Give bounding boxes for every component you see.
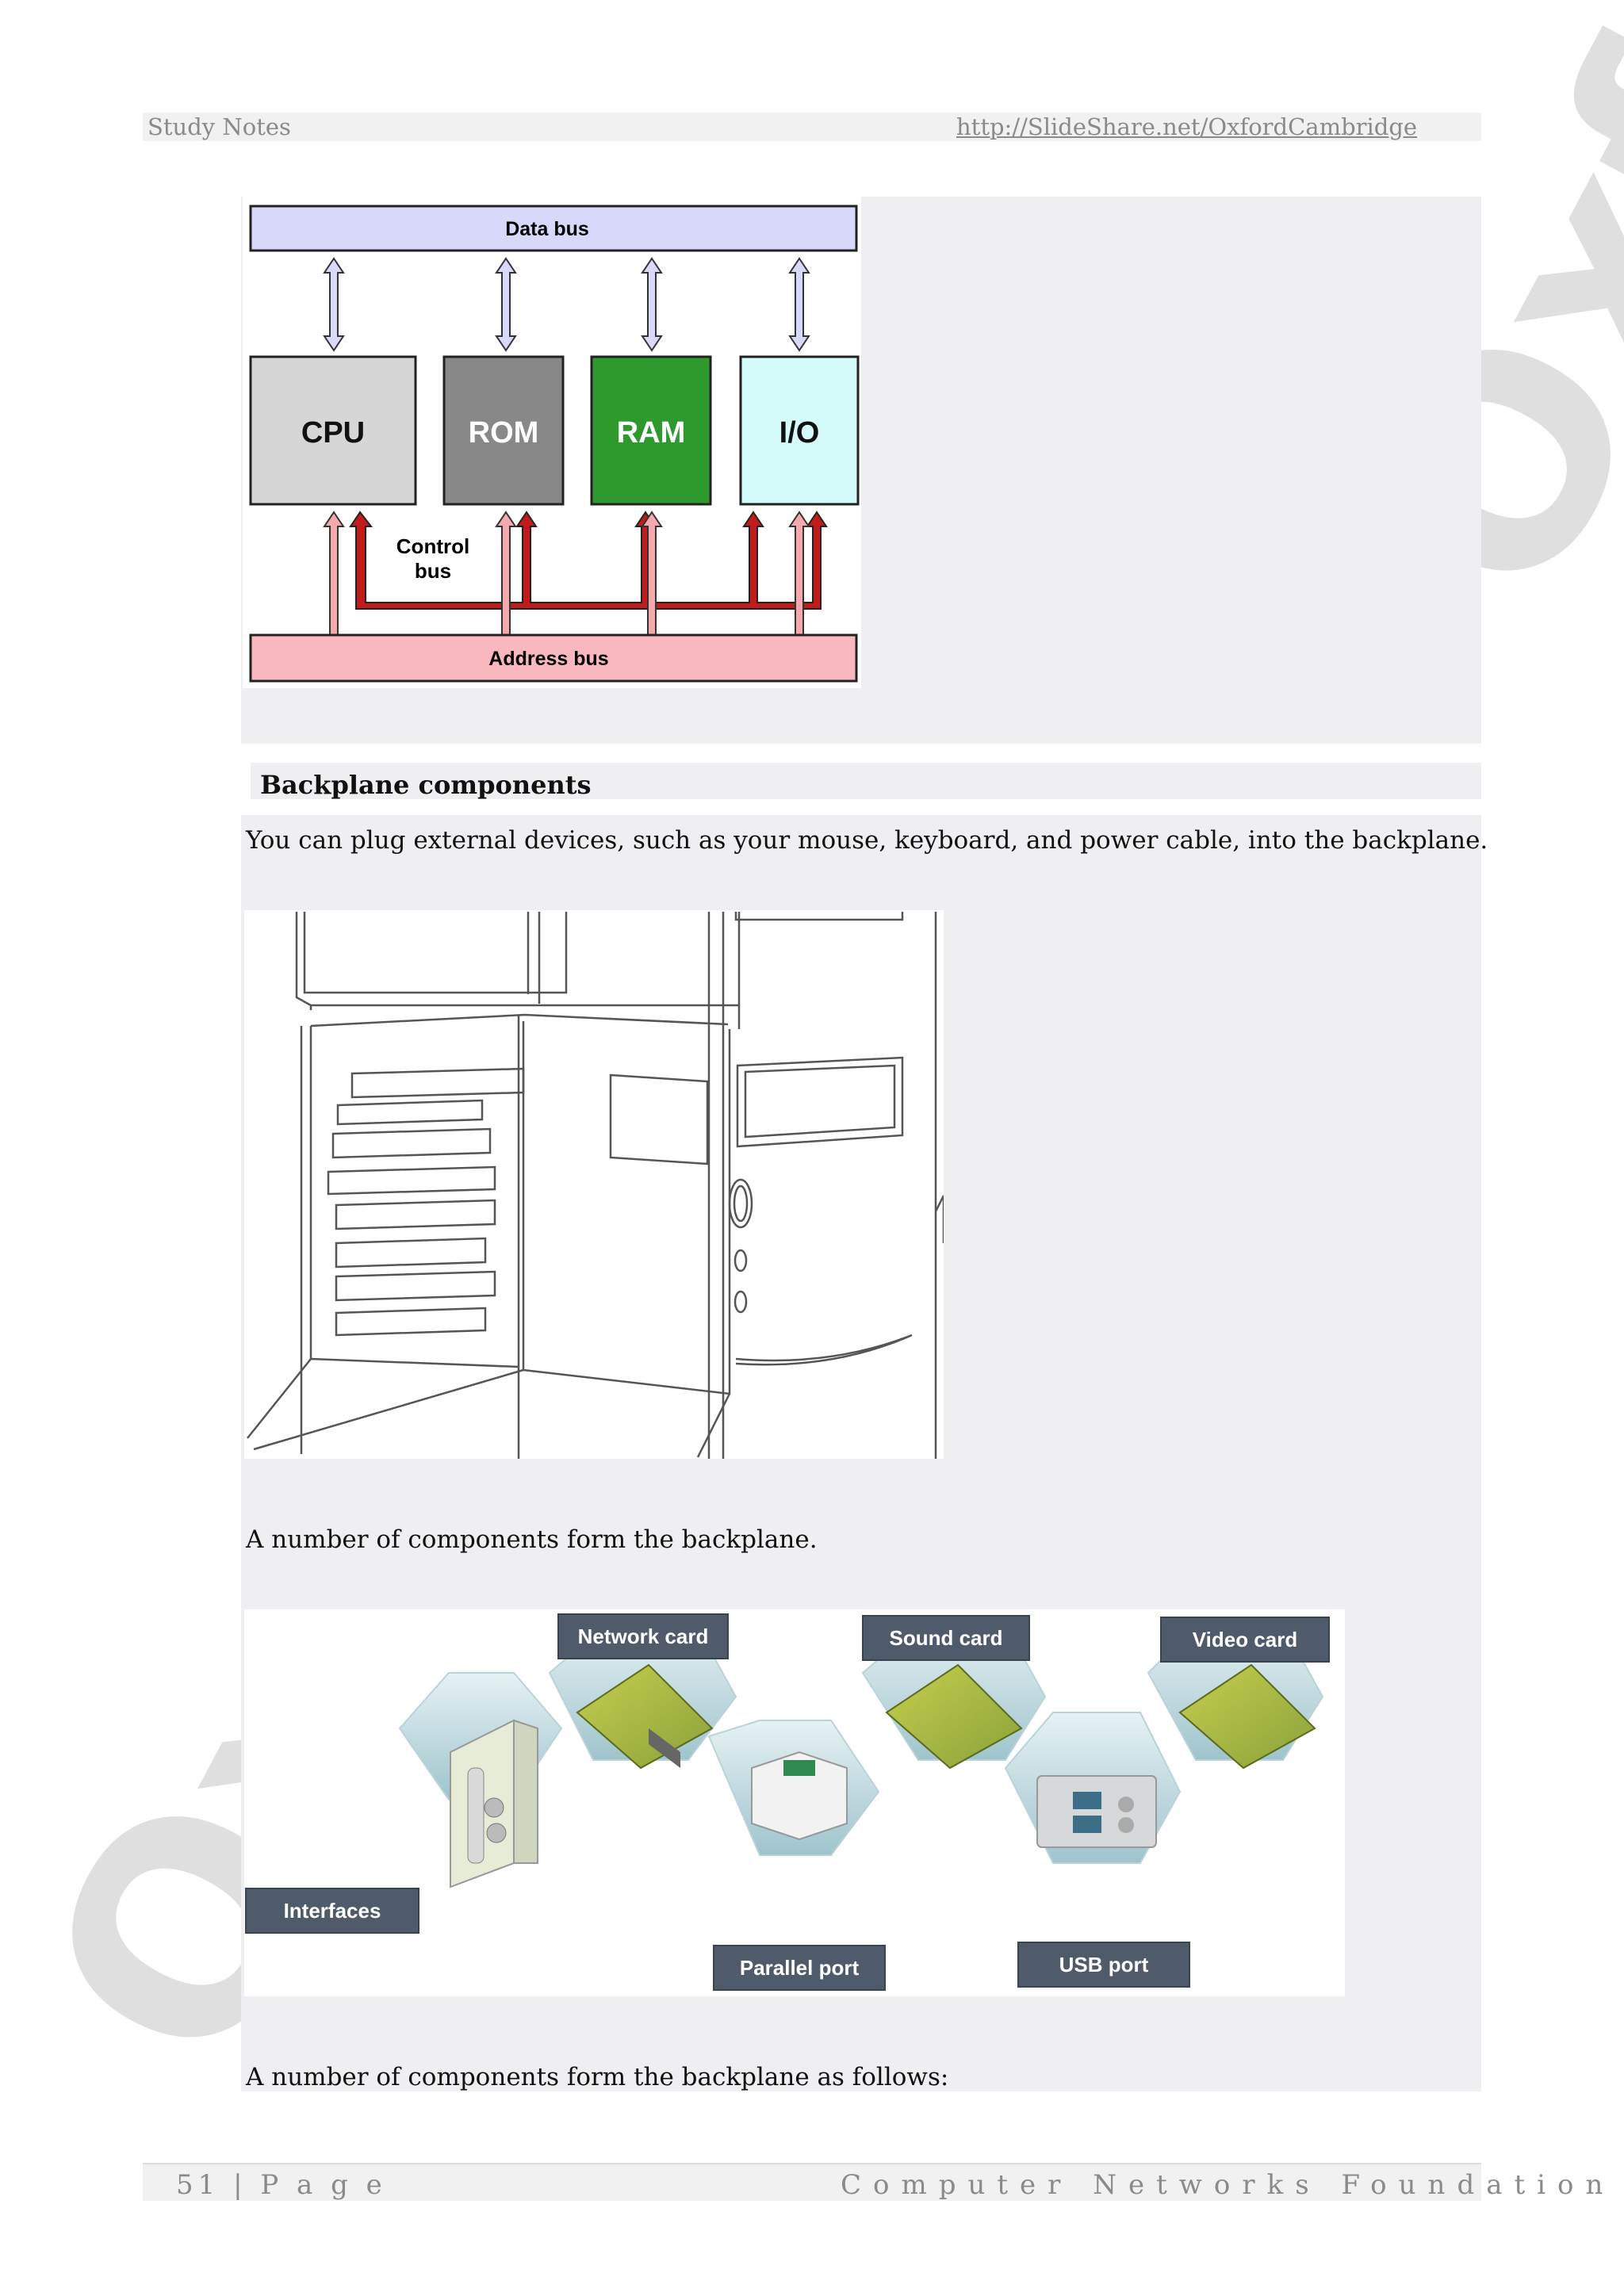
address-bus-bar [249,633,858,683]
parallel-port-tag [713,1945,886,1991]
header-link[interactable]: http://SlideShare.net/OxfordCambridge [956,113,1418,140]
parallel-port-label: Parallel port [740,1956,860,1980]
video-card-tag [1160,1617,1330,1663]
footer-title: Computer Networks Foundation [841,2169,1615,2201]
address-bus-label: Address bus [488,648,608,670]
data-bus-bar [249,205,858,252]
header-bar [143,113,1481,141]
io-label: I/O [779,416,820,450]
backplane-components-svg: Network card Sound card Video card Inter… [245,1613,1330,1991]
control-bus-lines [349,511,828,610]
usb-port-tag [1017,1942,1190,1988]
section-heading: Backplane components [260,770,592,800]
ram-label: RAM [617,416,686,450]
rom-box [442,355,565,506]
expansion-cards [576,1663,1316,1770]
cpu-box [249,355,417,506]
video-card-label: Video card [1193,1628,1297,1651]
sound-card-label: Sound card [889,1626,1002,1650]
data-arrows [323,257,810,352]
sound-card-tag [862,1615,1030,1661]
paragraph-1: You can plug external devices, such as y… [246,826,1488,855]
rom-label: ROM [469,416,539,450]
control-bus-label-2: bus [415,559,451,583]
control-bus-label-1: Control [396,534,469,558]
bus-diagram: Data bus CPU ROM RAM I/O Control bus [243,197,861,688]
usb-port-label: USB port [1059,1953,1149,1976]
bus-diagram-svg: Data bus CPU ROM RAM I/O Control bus [249,205,860,683]
heading-bar [251,763,1481,799]
cpu-label: CPU [301,416,365,450]
data-bus-label: Data bus [505,218,589,240]
paragraph-2: A number of components form the backplan… [246,1525,818,1554]
backplane-components-image: Network card Sound card Video card Inter… [244,1609,1345,1996]
computer-case-image [244,910,945,1483]
paragraph-3: A number of components form the backplan… [246,2063,949,2091]
interfaces-label: Interfaces [284,1899,381,1923]
footer-bar [143,2163,1481,2201]
io-box [739,355,860,506]
address-arrows [323,511,810,656]
computer-case-svg [247,912,945,1483]
ram-box [590,355,712,506]
interfaces-tag [245,1888,419,1934]
network-card-label: Network card [578,1624,709,1648]
network-card-tag [557,1613,729,1659]
header-title: Study Notes [147,113,291,140]
page-number: 51 | P a g e [176,2169,387,2201]
label-boxes [245,1613,1330,1991]
